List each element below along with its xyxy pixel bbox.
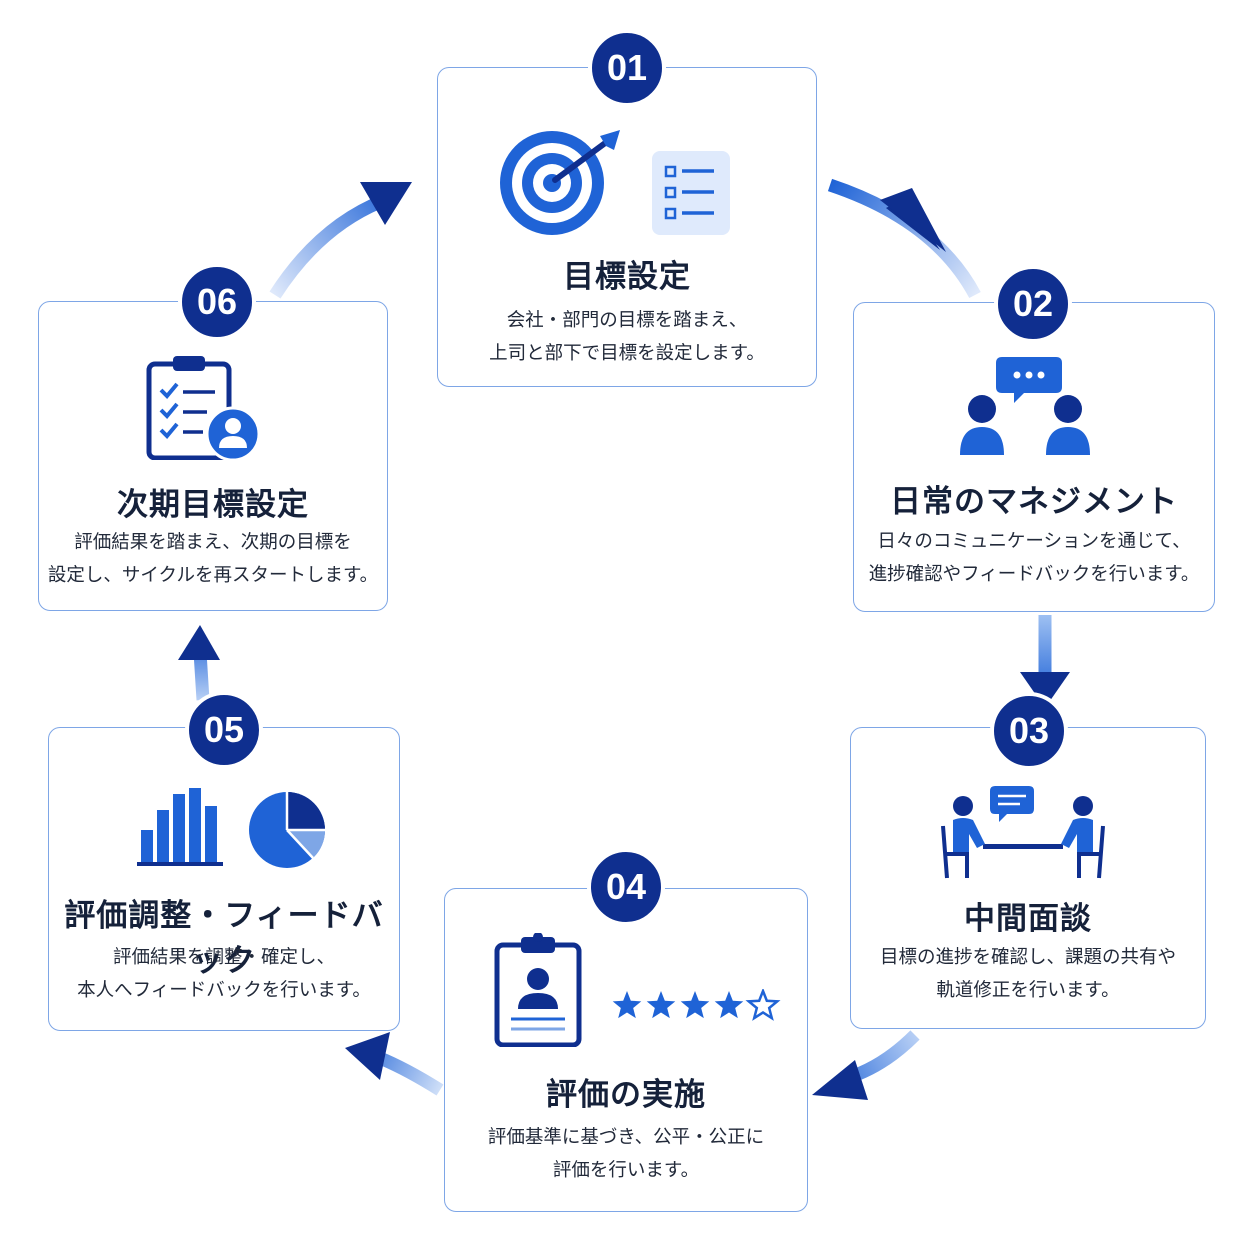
step-description-line1: 評価結果を調整・確定し、 xyxy=(112,947,335,968)
star-rating-icon xyxy=(611,989,781,1023)
clipboard-user-icon xyxy=(145,352,263,460)
step-description-line2: 設定し、サイクルを再スタートします。 xyxy=(47,565,379,586)
step-description-line2: 本人へフィードバックを行います。 xyxy=(77,980,371,1001)
step-title: 次期目標設定 xyxy=(117,487,309,523)
step-description: 日々のコミュニケーションを通じて、 進捗確認やフィードバックを行います。 xyxy=(854,525,1214,591)
arrow-3-to-4 xyxy=(812,1030,920,1100)
step-number-badge: 05 xyxy=(185,691,263,769)
step-description: 評価基準に基づき、公平・公正に 評価を行います。 xyxy=(445,1121,807,1187)
step-number-badge: 04 xyxy=(587,848,665,926)
arrow-1-to-2 xyxy=(827,178,981,299)
step-description-line1: 目標の進捗を確認し、課題の共有や xyxy=(879,947,1176,968)
meeting-icon xyxy=(937,778,1109,880)
star-filled-icon xyxy=(680,991,710,1019)
star-empty-icon xyxy=(745,989,781,1021)
step-description-line2: 進捗確認やフィードバックを行います。 xyxy=(868,564,1200,585)
conversation-icon xyxy=(960,353,1092,457)
step-description-line1: 評価基準に基づき、公平・公正に xyxy=(487,1127,765,1148)
step-description: 評価結果を踏まえ、次期の目標を 設定し、サイクルを再スタートします。 xyxy=(39,526,387,592)
star-filled-icon xyxy=(646,991,676,1019)
star-filled-icon xyxy=(714,991,744,1019)
step-description-line2: 評価を行います。 xyxy=(552,1160,700,1181)
step-title: 日常のマネジメント xyxy=(890,484,1178,520)
arrow-4-to-5 xyxy=(345,1032,444,1096)
step-description-line1: 評価結果を踏まえ、次期の目標を xyxy=(74,532,352,553)
step-card-05: 評価調整・フィードバック 評価結果を調整・確定し、 本人へフィードバックを行いま… xyxy=(48,727,400,1031)
step-description: 評価結果を調整・確定し、 本人へフィードバックを行います。 xyxy=(49,941,399,1007)
step-description-line1: 会社・部門の目標を踏まえ、 xyxy=(506,310,748,331)
arrow-5-to-6 xyxy=(178,625,220,701)
step-title: 中間面談 xyxy=(964,901,1092,937)
step-description-line2: 軌道修正を行います。 xyxy=(936,980,1120,1001)
arrow-2-to-3 xyxy=(1020,615,1070,708)
step-description-line2: 上司と部下で目標を設定します。 xyxy=(489,343,765,364)
step-title: 評価の実施 xyxy=(546,1077,706,1113)
pie-chart-icon xyxy=(247,788,329,870)
checklist-icon xyxy=(652,151,730,235)
step-card-06: 次期目標設定 評価結果を踏まえ、次期の目標を 設定し、サイクルを再スタートします… xyxy=(38,301,388,611)
step-number-badge: 03 xyxy=(990,692,1068,770)
step-card-04: 評価の実施 評価基準に基づき、公平・公正に 評価を行います。 xyxy=(444,888,808,1212)
step-number-badge: 06 xyxy=(178,263,256,341)
step-title: 目標設定 xyxy=(563,259,691,295)
step-title: 評価調整・フィードバック xyxy=(64,898,384,979)
step-number-badge: 02 xyxy=(994,265,1072,343)
step-card-03: 中間面談 目標の進捗を確認し、課題の共有や 軌道修正を行います。 xyxy=(850,727,1206,1029)
step-card-01: 目標設定 会社・部門の目標を踏まえ、 上司と部下で目標を設定します。 xyxy=(437,67,817,387)
clipboard-person-icon xyxy=(493,933,583,1047)
step-description-line1: 日々のコミュニケーションを通じて、 xyxy=(877,531,1191,552)
step-number-badge: 01 xyxy=(588,29,666,107)
step-description: 目標の進捗を確認し、課題の共有や 軌道修正を行います。 xyxy=(851,941,1205,1007)
step-card-02: 日常のマネジメント 日々のコミュニケーションを通じて、 進捗確認やフィードバック… xyxy=(853,302,1215,612)
star-filled-icon xyxy=(612,991,642,1019)
step-description: 会社・部門の目標を踏まえ、 上司と部下で目標を設定します。 xyxy=(438,304,816,370)
target-icon xyxy=(500,128,630,238)
arrow-6-to-1 xyxy=(269,182,412,299)
bar-chart-icon xyxy=(137,786,225,866)
